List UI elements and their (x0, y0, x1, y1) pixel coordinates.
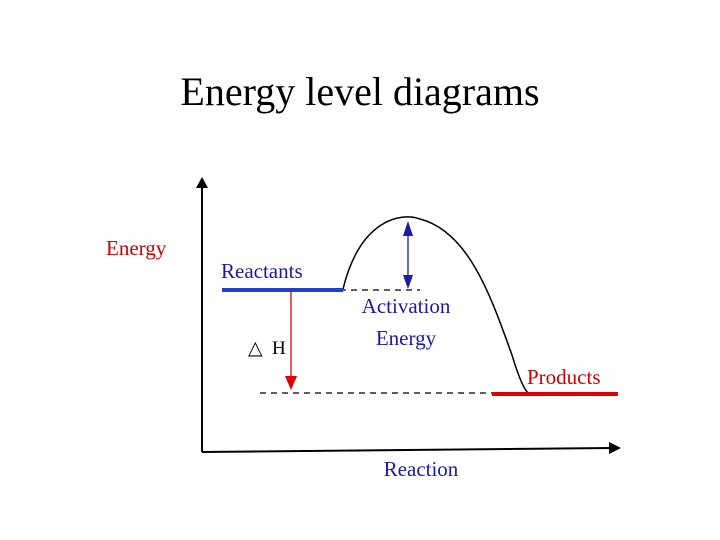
activation-energy-label-line2: Energy (376, 326, 437, 350)
reactants-label: Reactants (221, 259, 303, 283)
x-axis-arrowhead (609, 442, 621, 454)
delta-h-letter: H (272, 338, 286, 359)
y-axis-label: Energy (106, 236, 167, 260)
delta-h-arrowhead (285, 376, 297, 390)
energy-curve (342, 216, 529, 394)
products-label: Products (527, 365, 601, 389)
slide-title: Energy level diagrams (180, 69, 540, 114)
x-axis-label: Reaction (384, 457, 459, 481)
delta-h-symbol: △ (248, 338, 263, 359)
activation-arrowhead-top (403, 221, 413, 236)
x-axis (201, 447, 613, 453)
activation-energy-label-line1: Activation (362, 294, 451, 318)
activation-arrowhead-bottom (403, 275, 413, 289)
y-axis-arrowhead (196, 177, 208, 188)
